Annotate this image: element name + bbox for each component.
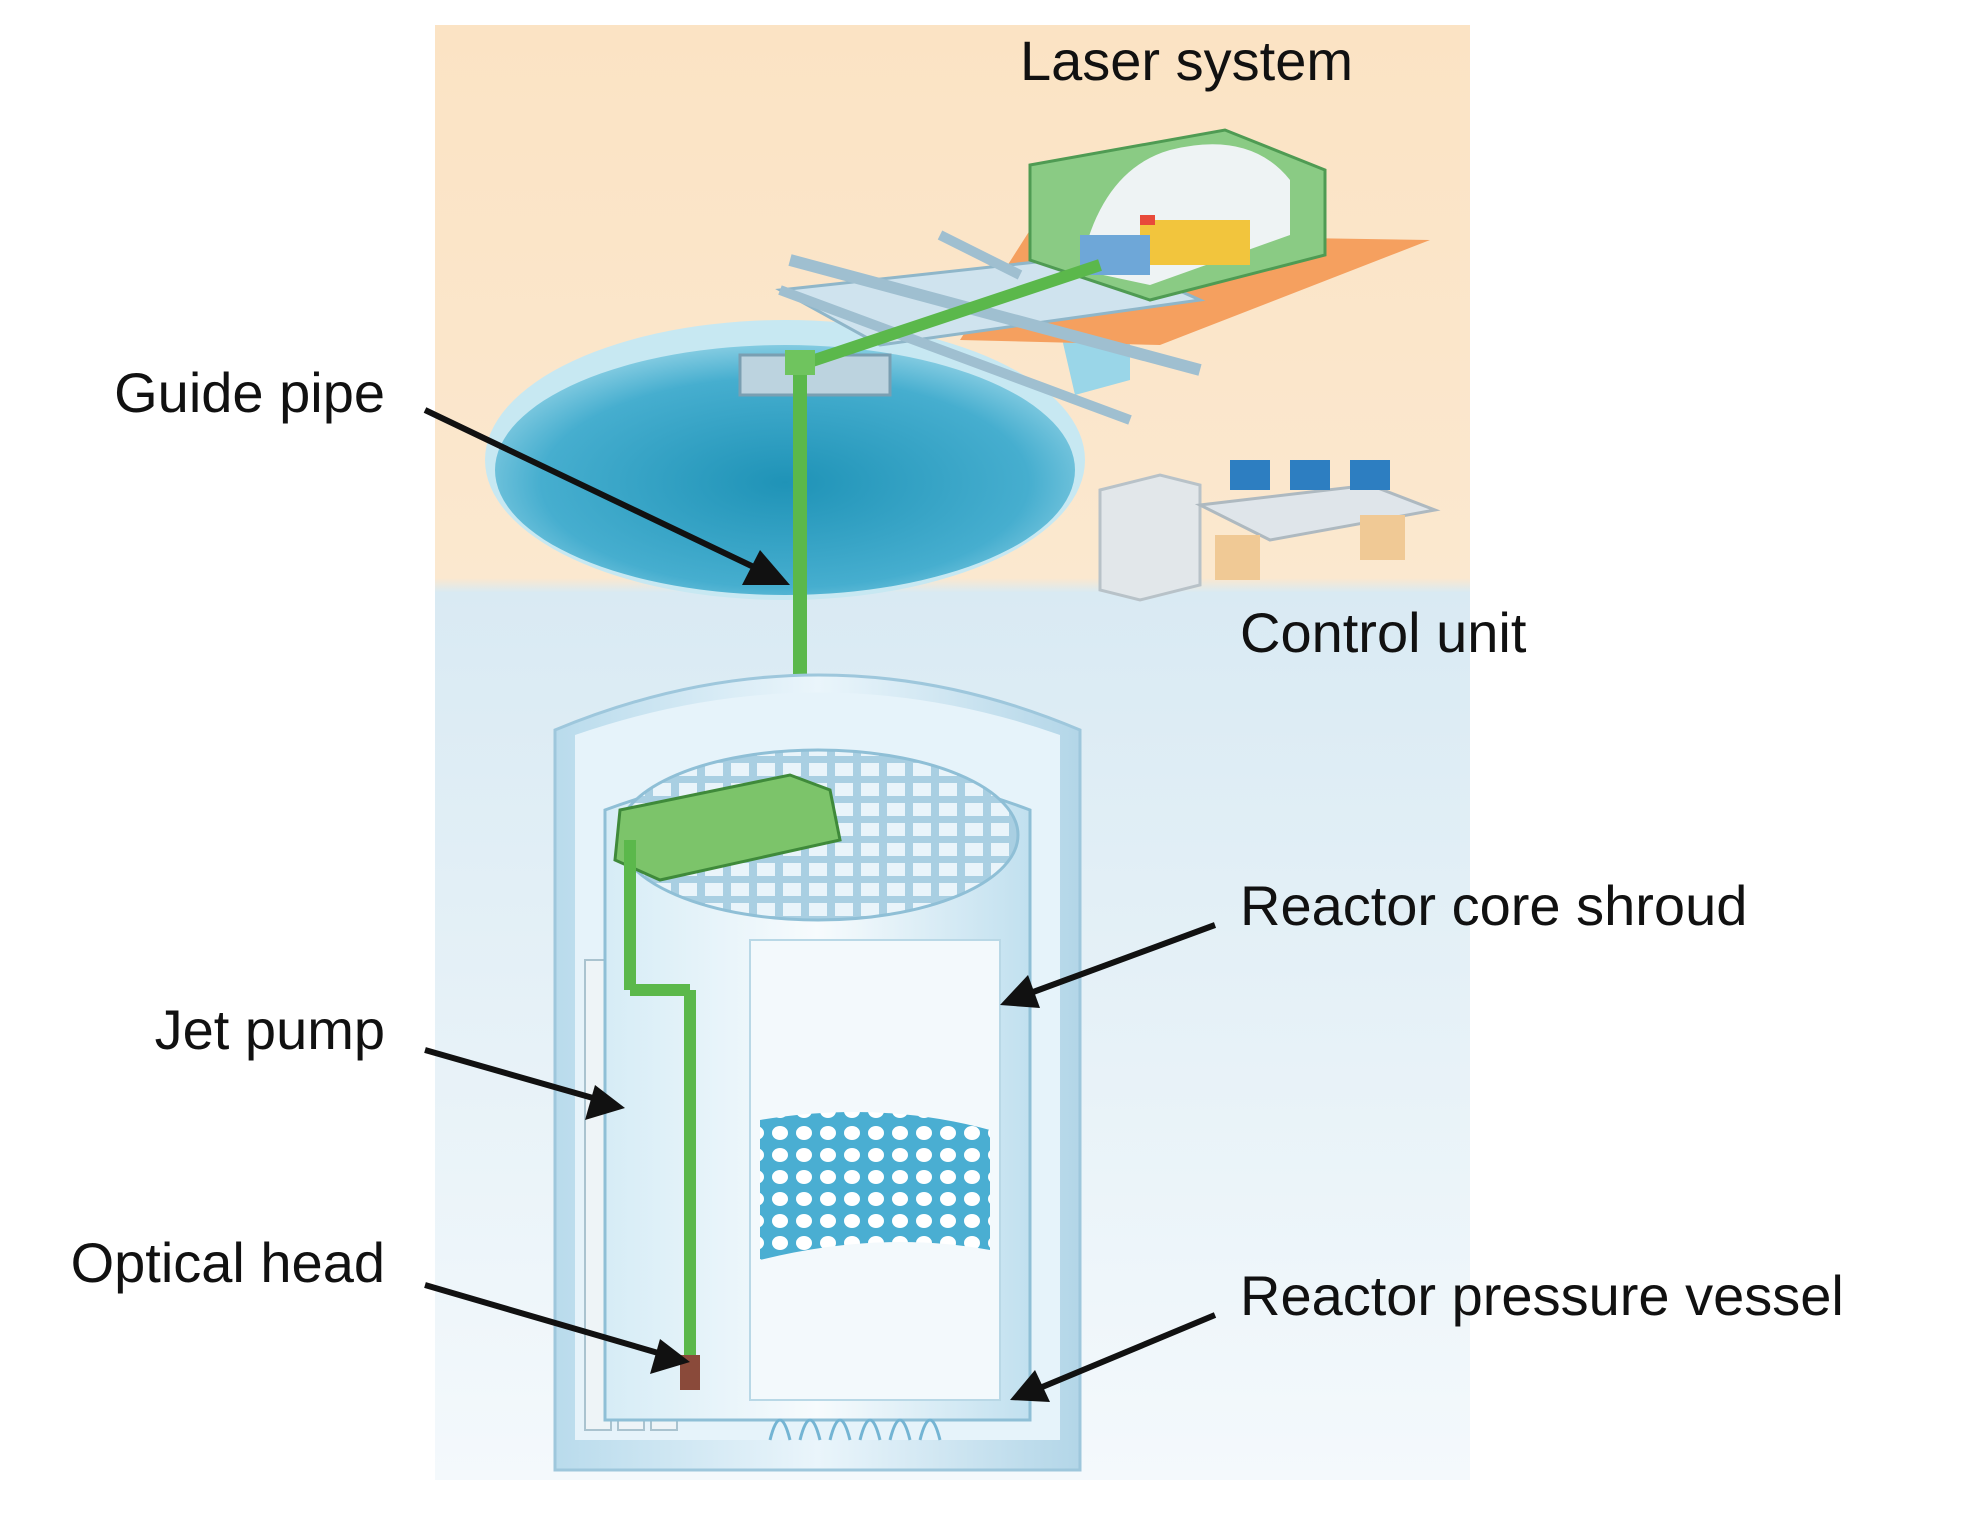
reactor-pool	[485, 320, 1130, 600]
pointer-arrows	[423, 407, 1217, 1402]
label-control-unit: Control unit	[1240, 601, 1527, 664]
arrow-guide-pipe	[423, 407, 790, 585]
label-optical-head: Optical head	[70, 1231, 385, 1294]
label-reactor-pressure-vessel: Reactor pressure vessel	[1240, 1264, 1844, 1327]
manipulator-arm	[613, 773, 842, 1390]
optical-head-shape	[680, 1355, 700, 1390]
arrow-optical-head	[424, 1282, 690, 1374]
laser-system-enclosure	[1028, 128, 1327, 302]
label-reactor-core-shroud: Reactor core shroud	[1240, 874, 1748, 937]
control-unit-equipment	[1098, 460, 1441, 602]
label-guide-pipe: Guide pipe	[114, 361, 385, 424]
arrow-jet-pump	[424, 1047, 625, 1120]
label-laser-system: Laser system	[1020, 29, 1353, 92]
arrow-reactor-core-shroud	[1000, 922, 1217, 1008]
label-jet-pump: Jet pump	[154, 998, 385, 1061]
arrow-reactor-pressure-vessel	[1010, 1312, 1217, 1402]
